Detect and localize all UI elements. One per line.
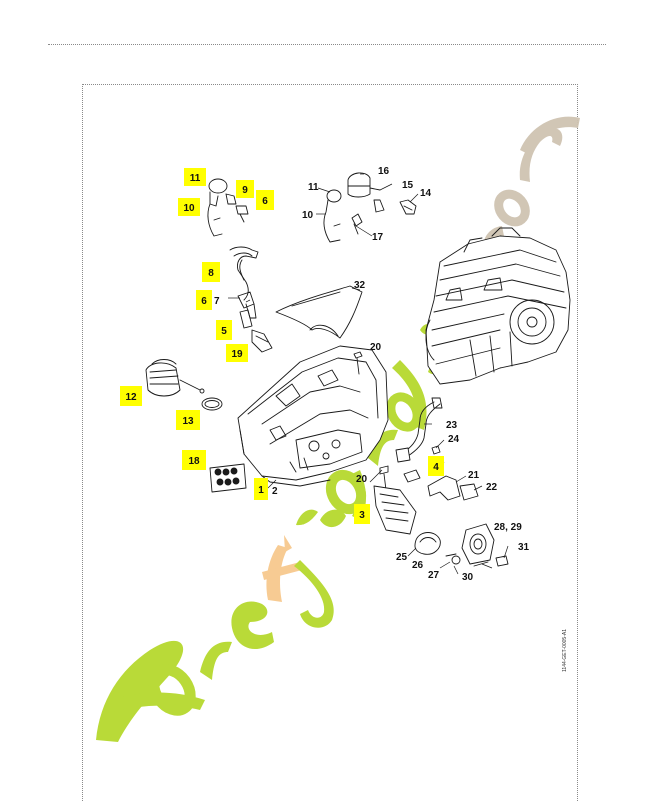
part-28-31-mount-illustration [461, 523, 509, 567]
part-18-plate-illustration [209, 463, 247, 493]
callout-13: 13 [176, 410, 200, 430]
fuel-line-illustration [229, 246, 273, 353]
part-21-22-bracket-illustration [403, 469, 479, 501]
fuel-pickup-right-illustration [323, 172, 417, 243]
callout-18: 18 [182, 450, 206, 470]
callout-23: 23 [446, 420, 458, 431]
document-code: 1144-GET-0005-A1 [562, 629, 568, 672]
callout-20a: 20 [370, 342, 382, 353]
callout-21: 21 [468, 470, 480, 481]
part-3-guard-illustration [373, 485, 417, 535]
svg-text:18: 18 [188, 456, 200, 467]
svg-text:9: 9 [242, 185, 248, 196]
callout-3: 3 [354, 504, 370, 524]
part-20-screw-right-illustration [379, 465, 389, 491]
callout-9: 9 [236, 180, 254, 198]
svg-text:6: 6 [201, 296, 207, 307]
callout-30: 30 [462, 572, 474, 583]
svg-text:1: 1 [258, 485, 264, 496]
callout-4: 4 [428, 456, 444, 476]
callout-28-29: 28, 29 [494, 522, 522, 533]
callout-31: 31 [518, 542, 530, 553]
callout-15: 15 [402, 180, 414, 191]
part-20-screw-top-illustration [353, 351, 363, 375]
callout-11b: 11 [308, 182, 319, 193]
callout-25: 25 [396, 552, 408, 563]
svg-text:8: 8 [208, 268, 214, 279]
callout-6b: 6 [196, 290, 212, 310]
part-23-hose-illustration [395, 397, 443, 463]
part-13-ring-illustration [201, 397, 223, 411]
callout-22: 22 [486, 482, 498, 493]
top-dotted-rule [48, 44, 606, 45]
fuel-pickup-left-illustration [207, 178, 249, 237]
part-1-housing-illustration [237, 345, 389, 487]
callout-12: 12 [120, 386, 142, 406]
callout-7: 7 [214, 296, 220, 307]
svg-text:11: 11 [190, 173, 201, 184]
callout-16: 16 [378, 166, 390, 177]
callout-10b: 10 [302, 210, 314, 221]
callout-5: 5 [216, 320, 232, 340]
svg-text:12: 12 [125, 392, 137, 403]
engine-assembly-illustration [425, 227, 571, 385]
callout-14: 14 [420, 188, 432, 199]
leader-lines [228, 173, 509, 575]
callout-27: 27 [428, 570, 440, 581]
svg-text:13: 13 [182, 416, 194, 427]
callout-19: 19 [226, 344, 248, 362]
part-12-primer-illustration [145, 359, 205, 397]
line-art [145, 172, 571, 567]
callout-2: 2 [272, 486, 278, 497]
callout-8: 8 [202, 262, 220, 282]
svg-text:4: 4 [433, 462, 439, 473]
callout-20b: 20 [356, 474, 368, 485]
callout-17: 17 [372, 232, 384, 243]
callout-11a: 11 [184, 168, 206, 186]
svg-text:19: 19 [231, 349, 243, 360]
svg-text:6: 6 [262, 196, 268, 207]
svg-text:5: 5 [221, 326, 227, 337]
diagram-frame [82, 84, 578, 801]
callout-32: 32 [354, 280, 366, 291]
callout-24: 24 [448, 434, 460, 445]
callout-6a: 6 [256, 190, 274, 210]
svg-text:3: 3 [359, 510, 365, 521]
svg-text:10: 10 [183, 203, 195, 214]
callout-26: 26 [412, 560, 424, 571]
callout-1: 1 [254, 478, 268, 500]
callout-10a: 10 [178, 198, 200, 216]
part-32-cover-illustration [275, 285, 363, 339]
